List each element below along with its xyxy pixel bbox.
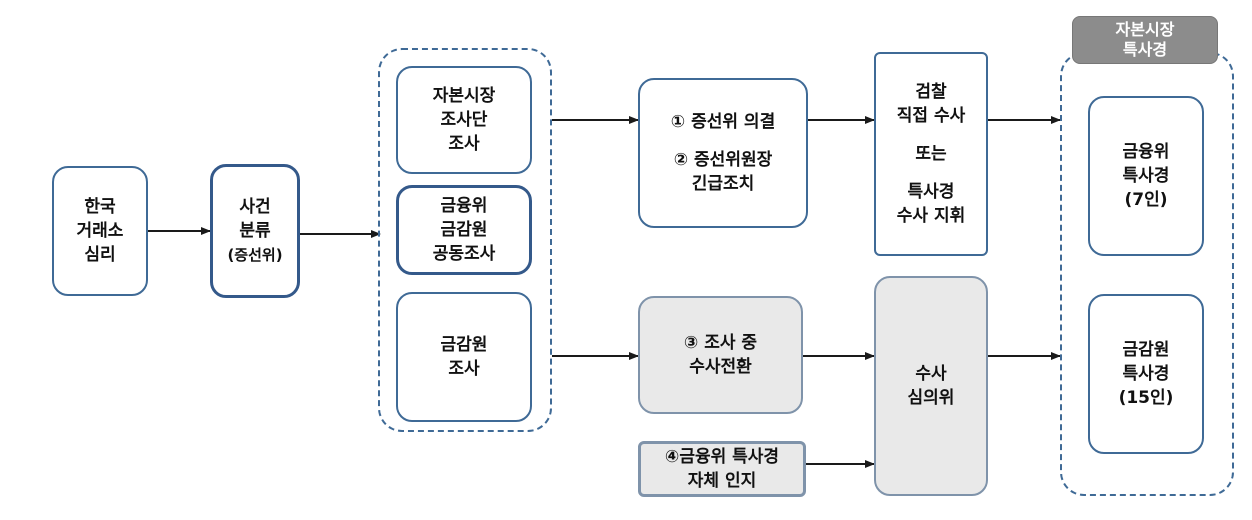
node-text: 심의위 (907, 388, 955, 408)
node-text: (증선위) (227, 246, 283, 264)
node-text: ④금융위 특사경 (664, 447, 780, 467)
node-text: ③ 조사 중 (683, 333, 758, 353)
node-text: 긴급조치 (691, 174, 755, 194)
node-text: 특사경 (907, 182, 955, 202)
node-text: 분류 (239, 221, 271, 241)
node-text: 또는 (915, 144, 947, 164)
group-label-line-1: 자본시장 (1115, 20, 1175, 39)
node-text: (15인) (1118, 388, 1174, 408)
joint-investigation-box: 금융위 금감원 공동조사 (396, 185, 532, 275)
node-text: 특사경 (1122, 166, 1170, 186)
node-text: 자본시장 (432, 86, 496, 106)
node-text: 검찰 (915, 82, 947, 102)
node-text: ② 증선위원장 (673, 150, 773, 170)
fss-investigation-box: 금감원 조사 (396, 292, 532, 422)
capital-market-team-box: 자본시장 조사단 조사 (396, 66, 532, 174)
node-text: 사건 (239, 197, 271, 217)
node-text: 조사 (448, 134, 480, 154)
node-text: 금융위 (440, 196, 488, 216)
node-text: 금융위 (1122, 142, 1170, 162)
node-text: 금감원 (440, 335, 488, 355)
decision-box: ① 증선위 의결 ② 증선위원장 긴급조치 (638, 78, 808, 228)
node-text: 특사경 (1122, 364, 1170, 384)
fsc-special-police-box: 금융위 특사경 (7인) (1088, 96, 1204, 256)
case-classification-box: 사건 분류 (증선위) (210, 164, 300, 298)
self-recognition-box: ④금융위 특사경 자체 인지 (638, 441, 806, 497)
node-text: 한국 (84, 197, 116, 217)
node-text: (7인) (1124, 190, 1168, 210)
node-text: 금감원 (440, 220, 488, 240)
node-text: 거래소 (76, 221, 124, 241)
investigation-group (378, 48, 552, 432)
node-text: 자체 인지 (687, 471, 757, 491)
node-text: 금감원 (1122, 340, 1170, 360)
exchange-review-box: 한국 거래소 심리 (52, 166, 148, 296)
prosecution-box: 검찰 직접 수사 또는 특사경 수사 지휘 (874, 52, 988, 256)
group-label-line-2: 특사경 (1122, 40, 1168, 59)
node-text: 수사 (915, 364, 947, 384)
node-text: 수사 지휘 (896, 206, 966, 226)
node-text: 공동조사 (432, 244, 496, 264)
node-text: 조사단 (440, 110, 488, 130)
investigation-conversion-box: ③ 조사 중 수사전환 (638, 296, 803, 414)
fss-special-police-box: 금감원 특사경 (15인) (1088, 294, 1204, 454)
node-text: ① 증선위 의결 (670, 112, 776, 132)
special-police-group-label: 자본시장 특사경 (1072, 16, 1218, 64)
review-committee-box: 수사 심의위 (874, 276, 988, 496)
node-text: 심리 (84, 245, 116, 265)
node-text: 수사전환 (689, 357, 752, 377)
node-text: 조사 (448, 359, 480, 379)
node-text: 직접 수사 (896, 106, 966, 126)
